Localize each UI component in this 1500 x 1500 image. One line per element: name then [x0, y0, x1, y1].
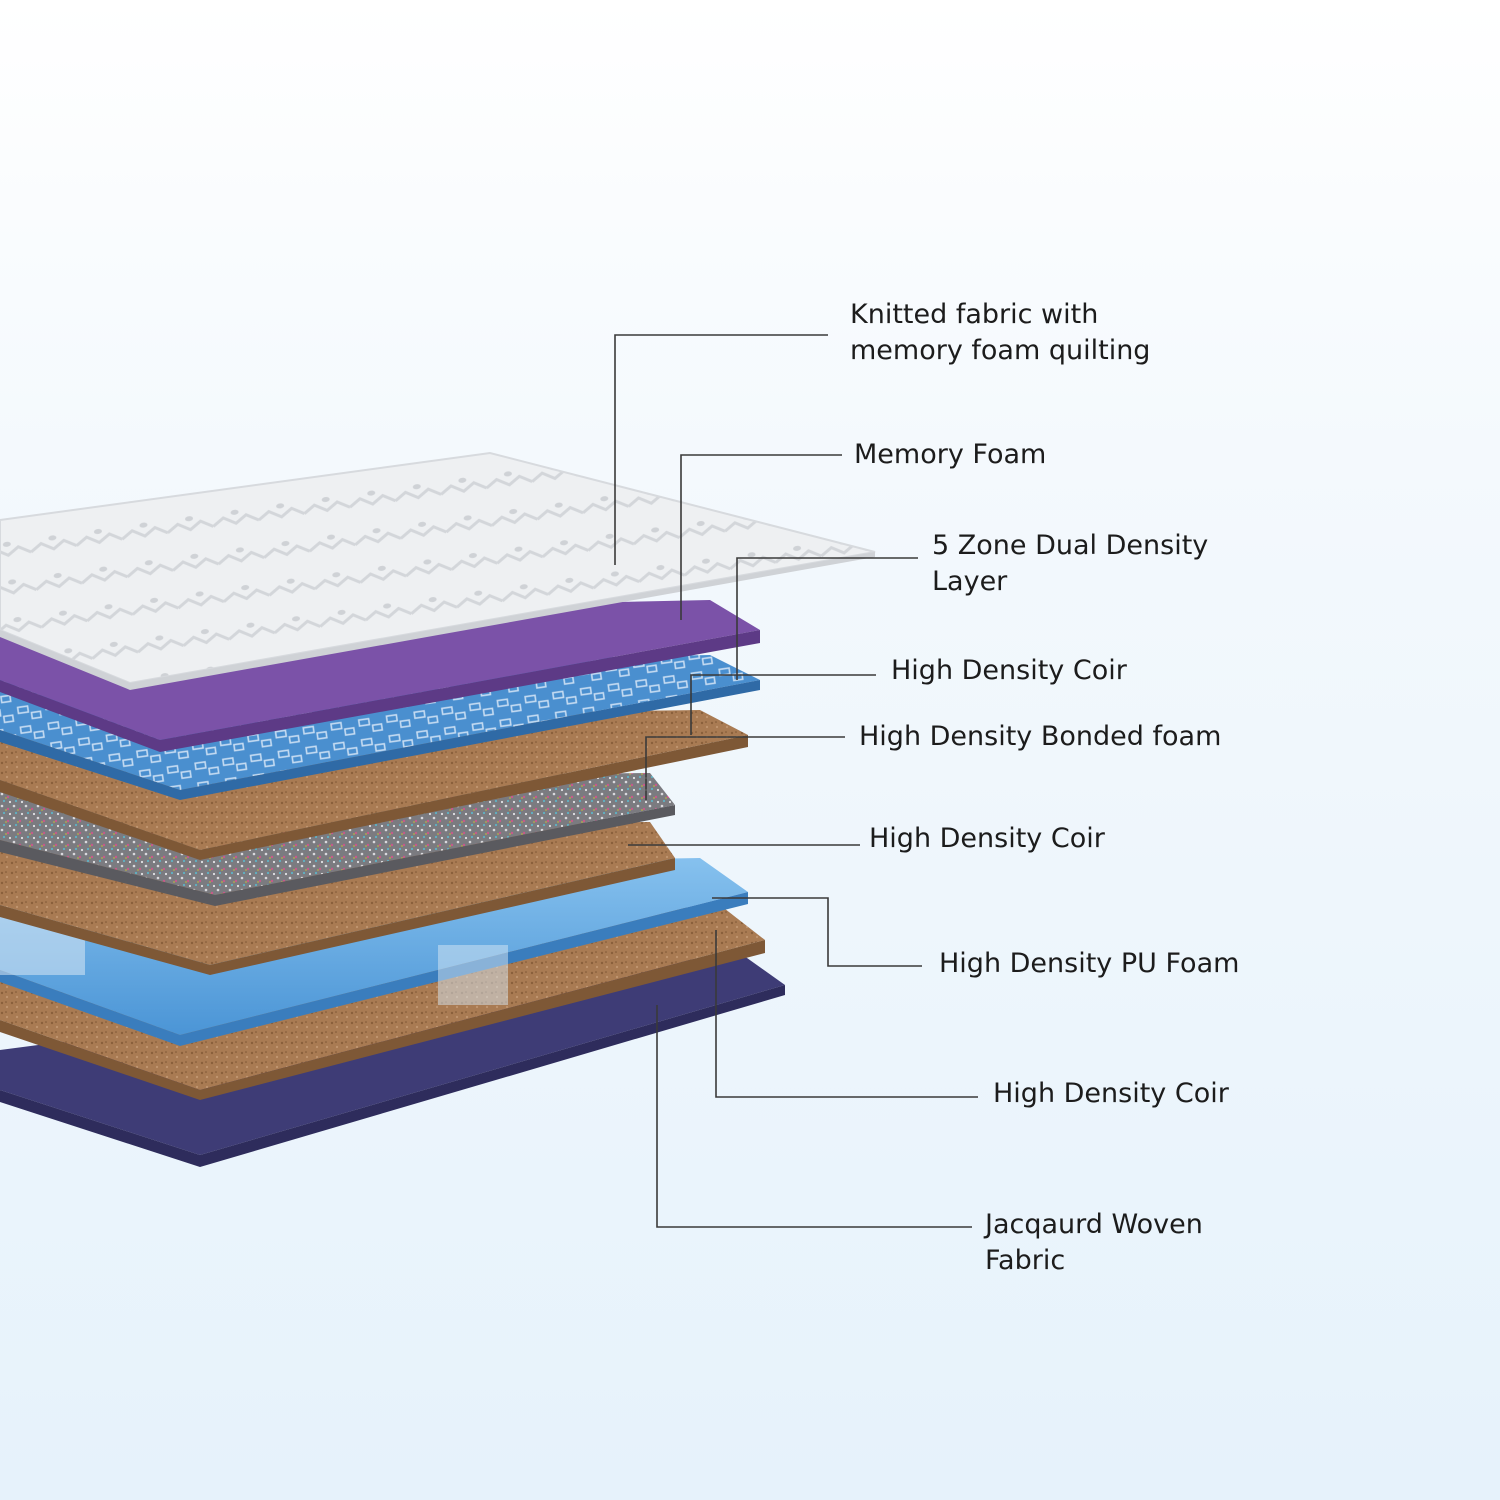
label-coir-2: High Density Coir [869, 821, 1105, 857]
layer-jacquard-fabric [0, 953, 785, 1167]
label-zone-dual-density: 5 Zone Dual Density Layer [932, 528, 1208, 600]
label-line: 5 Zone Dual Density [932, 530, 1209, 561]
leader-line-coir-3 [715, 930, 978, 1098]
leader-line-jacquard-fabric [656, 1005, 972, 1228]
label-bonded-foam: High Density Bonded foam [859, 719, 1221, 755]
leader-line-knitted-fabric [614, 334, 828, 565]
label-jacquard-fabric: Jacqaurd Woven Fabric [985, 1207, 1203, 1279]
label-line: memory foam quilting [850, 335, 1151, 366]
label-line: Fabric [985, 1245, 1066, 1276]
label-line: High Density PU Foam [939, 948, 1240, 979]
label-line: Memory Foam [854, 439, 1047, 470]
label-line: Jacqaurd Woven [985, 1209, 1203, 1240]
label-line: High Density Coir [891, 655, 1127, 686]
layer-knitted-fabric [0, 451, 876, 690]
label-memory-foam: Memory Foam [854, 437, 1046, 473]
label-coir-1: High Density Coir [891, 653, 1127, 689]
label-line: High Density Bonded foam [859, 721, 1222, 752]
leader-line-coir-1 [690, 674, 876, 735]
foam-sample-block [438, 945, 508, 1005]
label-line: High Density Coir [993, 1078, 1229, 1109]
label-line: High Density Coir [869, 823, 1105, 854]
label-line: Knitted fabric with [850, 299, 1099, 330]
leader-line-zone-dual-density [736, 557, 918, 680]
label-line: Layer [932, 566, 1008, 597]
label-coir-3: High Density Coir [993, 1076, 1229, 1112]
label-pu-foam: High Density PU Foam [939, 946, 1239, 982]
label-knitted-fabric: Knitted fabric with memory foam quilting [850, 297, 1150, 369]
leader-line-memory-foam [680, 454, 842, 620]
leader-line-bonded-foam [645, 736, 845, 800]
leader-line-pu-foam [712, 897, 922, 967]
